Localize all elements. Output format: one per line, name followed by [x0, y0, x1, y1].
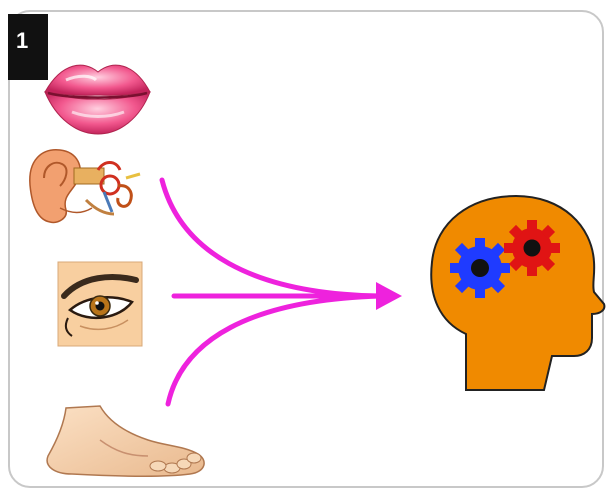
lips-icon — [45, 65, 150, 134]
foot-icon — [47, 406, 204, 476]
arrow-head-icon — [376, 282, 402, 310]
head-brain-icon — [431, 196, 604, 390]
blue-gear-icon — [450, 238, 510, 298]
converging-arrows — [162, 180, 402, 404]
eye-icon — [58, 262, 142, 346]
ear-icon — [30, 150, 140, 223]
